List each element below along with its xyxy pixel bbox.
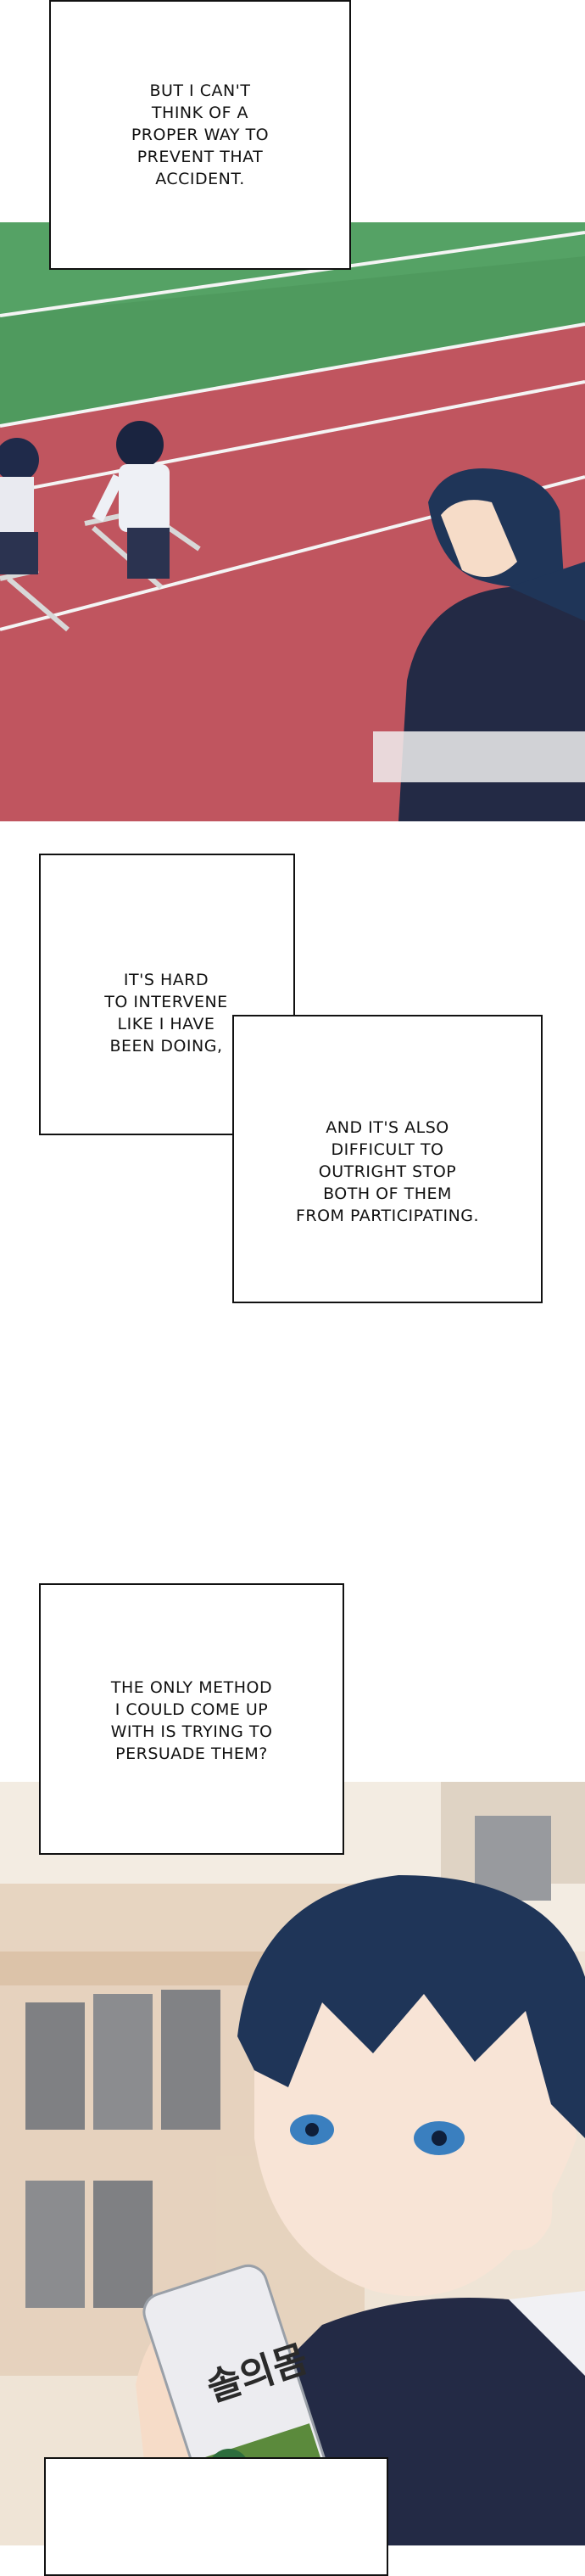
caption-box-4	[44, 2457, 388, 2576]
runner-left	[0, 438, 39, 574]
caption-2b-line: AND IT'S ALSO	[326, 1118, 449, 1137]
caption-box-1	[49, 0, 351, 270]
caption-2a-line: BEEN DOING,	[109, 1037, 223, 1056]
caption-1-line: BUT I CAN'T	[149, 81, 251, 100]
caption-2a-line: IT'S HARD	[123, 971, 209, 989]
track-panel	[0, 222, 585, 821]
caption-1-line: PROPER WAY TO	[131, 126, 270, 144]
caption-1-line: ACCIDENT.	[155, 170, 245, 188]
caption-3-line: PERSUADE THEM?	[115, 1744, 268, 1763]
caption-1-line: PREVENT THAT	[136, 148, 264, 166]
caption-1-text: BUT I CAN'T THINK OF A PROPER WAY TO PRE…	[49, 80, 351, 190]
caption-box-3	[39, 1583, 344, 1855]
caption-2b-text: AND IT'S ALSO DIFFICULT TO OUTRIGHT STOP…	[232, 1117, 543, 1227]
caption-box-2-joiner	[234, 1016, 293, 1134]
caption-2b-line: FROM PARTICIPATING.	[295, 1207, 480, 1225]
drinking-panel: 솔의몸	[0, 1782, 585, 2545]
caption-3-text: THE ONLY METHOD I COULD COME UP WITH IS …	[39, 1677, 344, 1765]
caption-2b-line: OUTRIGHT STOP	[318, 1162, 457, 1181]
caption-3-line: THE ONLY METHOD	[110, 1678, 273, 1697]
caption-3-line: I COULD COME UP	[114, 1700, 269, 1719]
drinking-illustration: 솔의몸	[0, 1782, 585, 2545]
caption-3-line: WITH IS TRYING TO	[110, 1722, 273, 1741]
caption-2a-line: TO INTERVENE	[104, 993, 228, 1011]
runner-right	[92, 421, 170, 579]
caption-2b-line: DIFFICULT TO	[331, 1140, 444, 1159]
caption-1-line: THINK OF A	[151, 104, 249, 122]
caption-2a-text: IT'S HARD TO INTERVENE LIKE I HAVE BEEN …	[56, 969, 276, 1057]
caption-2a-line: LIKE I HAVE	[117, 1015, 215, 1033]
boy-face	[237, 1875, 585, 2297]
caption-2b-line: BOTH OF THEM	[323, 1184, 452, 1203]
track-illustration	[0, 222, 585, 821]
